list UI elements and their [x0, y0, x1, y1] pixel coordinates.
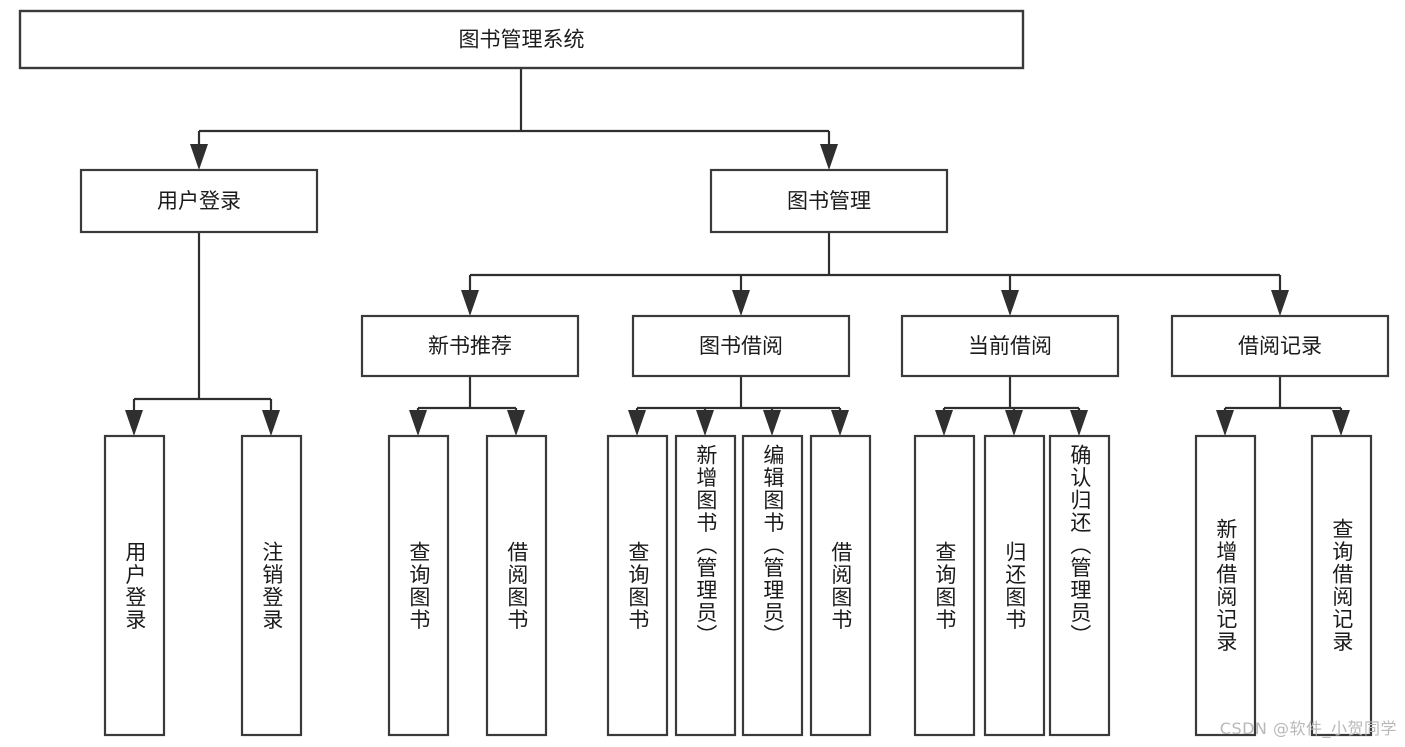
node-leaf-edit-book-admin[interactable]: [741, 434, 804, 737]
node-box-leaf-user-login[interactable]: [103, 434, 166, 737]
node-box-book-borrow[interactable]: [631, 314, 851, 378]
node-box-leaf-query-borrow-record[interactable]: [1310, 434, 1373, 737]
node-book-management[interactable]: 图书管理: [709, 168, 949, 234]
node-box-leaf-query-book-current[interactable]: [913, 434, 976, 737]
connector-borrow-to-leaves: [628, 376, 849, 436]
arrow-head-icon: [763, 410, 781, 436]
node-leaf-user-login[interactable]: [103, 434, 166, 737]
arrow-head-icon: [935, 410, 953, 436]
node-root[interactable]: 图书管理系统: [18, 9, 1025, 70]
connector-recommend-to-leaves: [409, 376, 525, 436]
arrow-head-icon: [409, 410, 427, 436]
node-leaf-return-book[interactable]: [983, 434, 1046, 737]
arrow-head-icon: [507, 410, 525, 436]
arrow-head-icon: [190, 144, 208, 170]
node-leaf-query-book-recommend[interactable]: [387, 434, 450, 737]
node-box-current-borrow[interactable]: [900, 314, 1120, 378]
connector-record-to-leaves: [1216, 376, 1350, 436]
node-leaf-add-borrow-record[interactable]: [1194, 434, 1257, 737]
node-box-root[interactable]: [18, 9, 1025, 70]
node-box-leaf-edit-book-admin[interactable]: [741, 434, 804, 737]
arrow-head-icon: [125, 410, 143, 436]
node-label-new-book-recommend: 新书推荐: [428, 334, 512, 358]
arrow-head-icon: [1070, 410, 1088, 436]
node-label-root: 图书管理系统: [459, 28, 585, 52]
node-current-borrow[interactable]: 当前借阅: [900, 314, 1120, 378]
node-label-current-borrow: 当前借阅: [968, 334, 1052, 358]
node-leaf-query-book-borrow[interactable]: [606, 434, 669, 737]
node-leaf-borrow-book[interactable]: [809, 434, 872, 737]
node-box-leaf-query-book-borrow[interactable]: [606, 434, 669, 737]
node-box-leaf-add-borrow-record[interactable]: [1194, 434, 1257, 737]
node-label-borrow-record: 借阅记录: [1238, 334, 1322, 358]
node-box-new-book-recommend[interactable]: [360, 314, 580, 378]
node-leaf-query-book-current[interactable]: [913, 434, 976, 737]
node-borrow-record[interactable]: 借阅记录: [1170, 314, 1390, 378]
node-leaf-query-borrow-record[interactable]: [1310, 434, 1373, 737]
node-box-leaf-borrow-book[interactable]: [809, 434, 872, 737]
node-label-book-management: 图书管理: [787, 189, 871, 213]
arrow-head-icon: [696, 410, 714, 436]
arrow-head-icon: [628, 410, 646, 436]
node-leaf-add-book-admin[interactable]: [674, 434, 737, 737]
connectors-layer: [125, 68, 1350, 436]
node-book-borrow[interactable]: 图书借阅: [631, 314, 851, 378]
node-label-user-login: 用户登录: [157, 189, 241, 213]
arrow-head-icon: [1332, 410, 1350, 436]
node-box-leaf-borrow-book-recommend[interactable]: [485, 434, 548, 737]
node-leaf-borrow-book-recommend[interactable]: [485, 434, 548, 737]
node-label-book-borrow: 图书借阅: [699, 334, 783, 358]
node-box-user-login[interactable]: [79, 168, 319, 234]
node-box-book-management[interactable]: [709, 168, 949, 234]
node-box-leaf-query-book-recommend[interactable]: [387, 434, 450, 737]
node-box-leaf-add-book-admin[interactable]: [674, 434, 737, 737]
node-box-borrow-record[interactable]: [1170, 314, 1390, 378]
connector-root-to-level1: [190, 68, 838, 170]
node-box-leaf-confirm-return-admin[interactable]: [1048, 434, 1111, 737]
arrow-head-icon: [461, 290, 479, 316]
node-box-leaf-return-book[interactable]: [983, 434, 1046, 737]
node-user-login[interactable]: 用户登录: [79, 168, 319, 234]
connector-current-to-leaves: [935, 376, 1088, 436]
arrow-head-icon: [732, 290, 750, 316]
node-new-book-recommend[interactable]: 新书推荐: [360, 314, 580, 378]
node-leaf-user-logout[interactable]: [240, 434, 303, 737]
node-leaf-confirm-return-admin[interactable]: [1048, 434, 1111, 737]
connector-bookmgmt-to-level2: [461, 232, 1289, 316]
connector-userlogin-to-leaves: [125, 232, 280, 436]
arrow-head-icon: [831, 410, 849, 436]
arrow-head-icon: [1216, 410, 1234, 436]
arrow-head-icon: [1001, 290, 1019, 316]
node-box-leaf-user-logout[interactable]: [240, 434, 303, 737]
arrow-head-icon: [262, 410, 280, 436]
csdn-watermark: CSDN @软件_小贺同学: [1219, 719, 1397, 738]
arrow-head-icon: [820, 144, 838, 170]
arrow-head-icon: [1005, 410, 1023, 436]
arrow-head-icon: [1271, 290, 1289, 316]
